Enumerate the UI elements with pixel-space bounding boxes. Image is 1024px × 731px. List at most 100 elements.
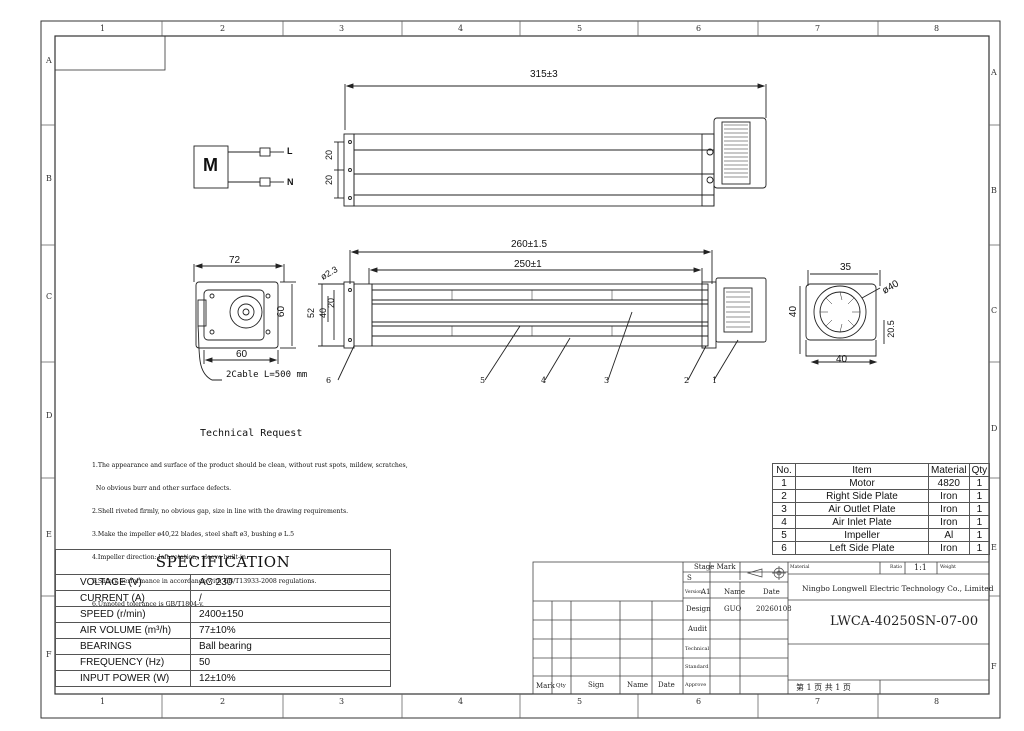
left-end-view xyxy=(193,263,296,381)
col-label: 4 xyxy=(458,24,464,33)
part-material: Iron xyxy=(928,489,970,503)
top-view xyxy=(334,83,767,207)
parts-header: No. xyxy=(772,463,796,477)
col-label: 8 xyxy=(934,697,940,706)
col-label: 7 xyxy=(815,697,821,706)
part-qty: 1 xyxy=(968,476,991,490)
date-header: Date xyxy=(763,588,780,596)
row-label: B xyxy=(991,186,997,195)
spec-label: VOLTAGE (V) xyxy=(55,574,191,591)
part-no: 6 xyxy=(772,541,796,555)
dim-mid-len2: 250±1 xyxy=(514,259,542,270)
version-label: Version xyxy=(685,590,703,595)
dim-right-40h: 40 xyxy=(788,305,800,318)
col-label: 7 xyxy=(815,24,821,33)
dim-top-length: 315±3 xyxy=(530,69,558,80)
motor-symbol: M xyxy=(203,155,218,175)
dim-right-35: 35 xyxy=(840,262,852,273)
dim-end-72: 72 xyxy=(229,255,241,266)
row-label: C xyxy=(46,292,53,301)
col-label: 3 xyxy=(339,24,345,33)
name-label: Name xyxy=(627,681,649,689)
technical-title: Technical Request xyxy=(200,428,303,439)
spec-row: VOLTAGE (V)AC 230 xyxy=(55,574,391,591)
row-label: F xyxy=(991,662,997,671)
dim-right-40w: 40 xyxy=(836,354,848,365)
spec-label: CURRENT (A) xyxy=(55,590,191,607)
col-label: 1 xyxy=(100,697,106,706)
spec-row: CURRENT (A)/ xyxy=(55,590,391,607)
right-end-view xyxy=(799,270,885,365)
front-view xyxy=(318,249,767,381)
part-qty: 1 xyxy=(968,515,991,529)
cable-note: 2Cable L=500 mm xyxy=(226,370,308,380)
col-label: 2 xyxy=(220,697,226,706)
dim-mid-len1: 260±1.5 xyxy=(511,239,548,250)
spec-label: FREQUENCY (Hz) xyxy=(55,654,191,671)
dim-mid-20: 20 xyxy=(326,297,337,309)
name-header: Name xyxy=(724,588,746,596)
dim-end-60w: 60 xyxy=(236,349,248,360)
spec-row: FREQUENCY (Hz)50 xyxy=(55,654,391,671)
row-label: D xyxy=(46,411,53,420)
approve-label: Approve xyxy=(685,682,707,688)
part-material: Al xyxy=(928,528,970,542)
spec-row: SPEED (r/min)2400±150 xyxy=(55,606,391,623)
design-name: GUO xyxy=(724,605,742,613)
stage-s-label: S xyxy=(687,574,692,582)
part-no: 2 xyxy=(772,489,796,503)
design-label: Design xyxy=(686,605,711,613)
row-label: F xyxy=(46,650,52,659)
wiring-diagram xyxy=(193,145,284,189)
mark-label: Mark xyxy=(536,682,555,690)
technical-line: 3.Make the impeller ø40,22 blades, steel… xyxy=(92,531,295,539)
spec-label: SPEED (r/min) xyxy=(55,606,191,623)
technical-label: Technical xyxy=(685,646,710,652)
part-material: Iron xyxy=(928,502,970,516)
specification-table: SPECIFICATION VOLTAGE (V)AC 230 CURRENT … xyxy=(55,549,391,687)
col-label: 8 xyxy=(934,24,940,33)
spec-row: INPUT POWER (W)12±10% xyxy=(55,670,391,687)
row-label: E xyxy=(991,543,997,552)
technical-line: 2.Shell riveted firmly, no obvious gap, … xyxy=(92,507,349,515)
parts-header: Material xyxy=(928,463,970,477)
row-label: A xyxy=(991,68,997,77)
balloon-3: 3 xyxy=(604,376,610,385)
dim-right-20-5: 20.5 xyxy=(885,320,896,338)
spec-title: SPECIFICATION xyxy=(55,549,391,575)
dim-mid-52: 52 xyxy=(306,307,317,319)
part-material: Iron xyxy=(928,515,970,529)
parts-header: Qty xyxy=(968,463,991,477)
part-no: 1 xyxy=(772,476,796,490)
spec-value: 2400±150 xyxy=(190,606,391,623)
dim-end-60h: 60 xyxy=(276,305,288,318)
row-label: C xyxy=(991,306,998,315)
part-item: Impeller xyxy=(795,528,929,542)
standard-label: Standard xyxy=(685,664,709,670)
page-info: 第 1 页 共 1 页 xyxy=(796,683,851,692)
part-item: Air Outlet Plate xyxy=(795,502,929,516)
qty-label: Qty xyxy=(556,683,566,689)
spec-value: 50 xyxy=(190,654,391,671)
part-item: Right Side Plate xyxy=(795,489,929,503)
date-label: Date xyxy=(658,681,675,689)
design-date: 20260108 xyxy=(756,605,792,613)
col-label: 3 xyxy=(339,697,345,706)
part-item: Motor xyxy=(795,476,929,490)
title-block-grid xyxy=(532,561,990,695)
part-qty: 1 xyxy=(968,528,991,542)
part-qty: 1 xyxy=(968,541,991,555)
spec-value: / xyxy=(190,590,391,607)
stage-mark-label: Stage Mark xyxy=(694,563,736,571)
part-no: 5 xyxy=(772,528,796,542)
part-no: 4 xyxy=(772,515,796,529)
part-item: Left Side Plate xyxy=(795,541,929,555)
spec-row: AIR VOLUME (m³/h)77±10% xyxy=(55,622,391,639)
